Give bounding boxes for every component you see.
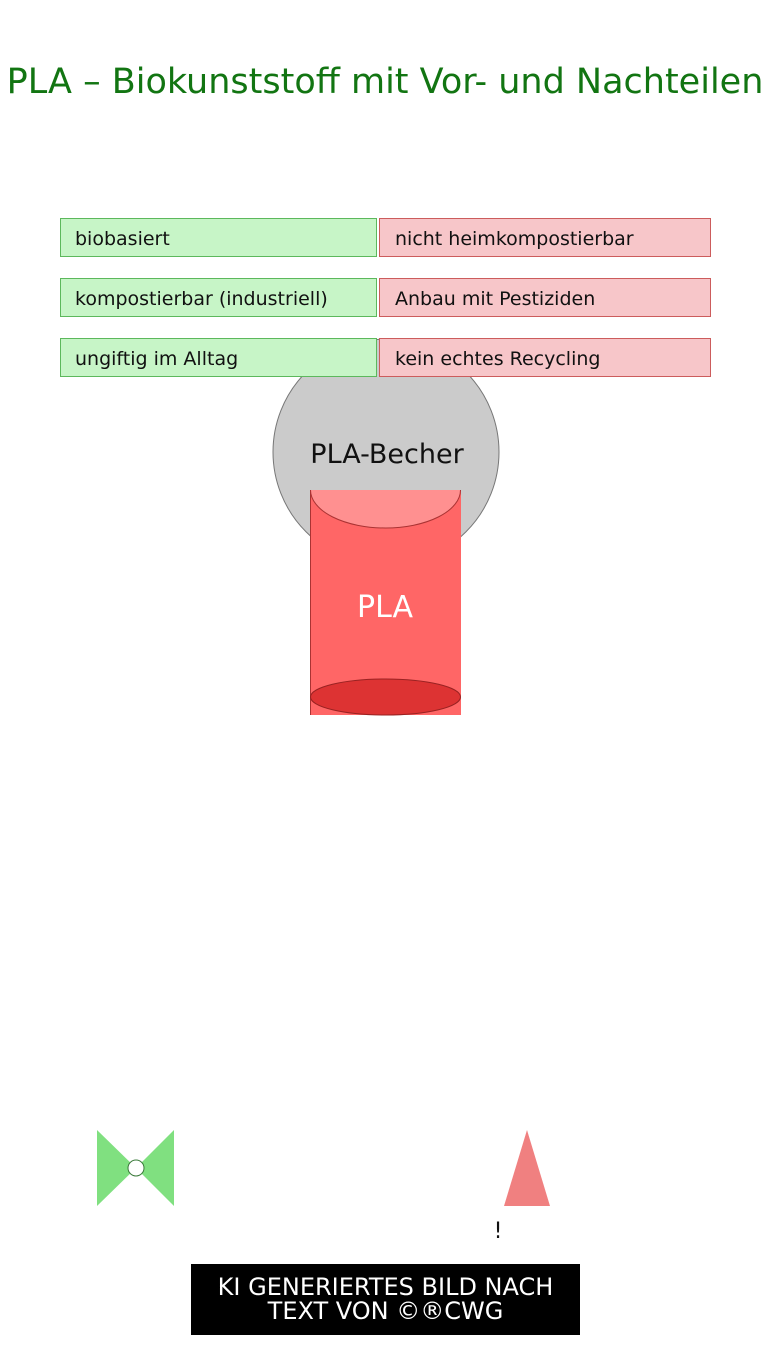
pro-box [60, 278, 377, 317]
footer-banner: KI GENERIERTES BILD NACH TEXT VON ©®CWG [191, 1264, 580, 1335]
warning-triangle-icon [504, 1130, 550, 1206]
con-item: kein echtes Recycling [395, 348, 600, 370]
cup-top [310, 490, 461, 529]
cup-icon: PLA [310, 490, 461, 716]
cup-label: PLA [357, 590, 413, 625]
bowtie-icon [97, 1130, 174, 1206]
footer-line-2: TEXT VON ©®CWG [267, 1297, 504, 1325]
con-item: Anbau mit Pestiziden [395, 288, 595, 310]
pro-item: biobasiert [75, 228, 170, 250]
con-box [379, 338, 711, 377]
cons-list: nicht heimkompostierbar Anbau mit Pestiz… [379, 218, 711, 377]
con-box [379, 278, 711, 317]
page-title: PLA – Biokunststoff mit Vor- und Nachtei… [7, 62, 764, 102]
footer-line-1: KI GENERIERTES BILD NACH [218, 1273, 554, 1301]
pro-item: ungiftig im Alltag [75, 348, 238, 370]
pro-box [60, 218, 377, 257]
pro-item: kompostierbar (industriell) [75, 288, 328, 310]
pro-box [60, 338, 377, 377]
circle-label: PLA-Becher [310, 439, 464, 470]
con-item: nicht heimkompostierbar [395, 228, 634, 250]
con-box [379, 218, 711, 257]
warning-mark: ! [494, 1219, 503, 1244]
cup-bottom [310, 678, 461, 716]
pros-list: biobasiert kompostierbar (industriell) u… [60, 218, 377, 377]
